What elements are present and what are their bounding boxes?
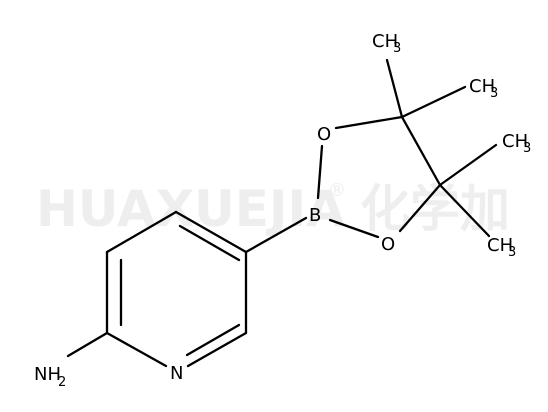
atom-oxygen-top: O [317,124,331,145]
methyl-bonds [385,58,498,238]
pyridine-ring [105,210,248,368]
bond-c5-b [244,216,308,254]
atom-oxygen-bottom: O [381,234,395,255]
watermark-chinese: 化学加 [360,180,510,238]
bond-n1-c2 [105,331,168,368]
atom-methyl-4: CH [487,235,513,256]
atom-methyl-4-subscript: 3 [508,245,516,260]
bond-o-bottom-c [398,183,442,233]
atom-methyl-2: CH [469,76,495,97]
bond-methyl-3 [438,143,498,187]
watermark: HUAXUEJIA ® 化学加 [36,180,510,238]
bond-b-o-top [316,144,324,200]
bond-c-c [400,115,442,187]
bond-methyl-4 [438,183,491,238]
atom-methyl-1-subscript: 3 [393,41,401,56]
bond-c4-c5 [174,210,248,254]
atom-labels: O O B N NH 2 CH 3 CH 3 CH 3 CH 3 [34,31,531,390]
atom-amine-subscript: 2 [58,375,66,390]
bond-methyl-2 [400,85,467,119]
atom-methyl-1: CH [372,31,398,52]
atom-methyl-3: CH [502,131,528,152]
atom-methyl-3-subscript: 3 [523,141,531,156]
watermark-registered-mark: ® [328,180,346,201]
bond-o-top-c [334,115,404,130]
bond-c4-c5-inner [178,224,241,262]
atom-boron: B [309,205,321,226]
atom-amine: NH [34,364,61,385]
bond-c2-nh2 [66,331,109,358]
atom-pyridine-nitrogen: N [170,363,183,384]
bond-c6-n1 [186,331,248,368]
atom-methyl-2-subscript: 3 [490,86,498,101]
bond-c6-n1-inner [185,323,241,357]
watermark-latin: HUAXUEJIA [36,180,345,238]
dioxaborolane-ring [316,115,442,239]
bond-c3-c4 [105,210,178,254]
bond-methyl-1 [385,58,404,119]
bond-b-o-bottom [328,218,380,239]
